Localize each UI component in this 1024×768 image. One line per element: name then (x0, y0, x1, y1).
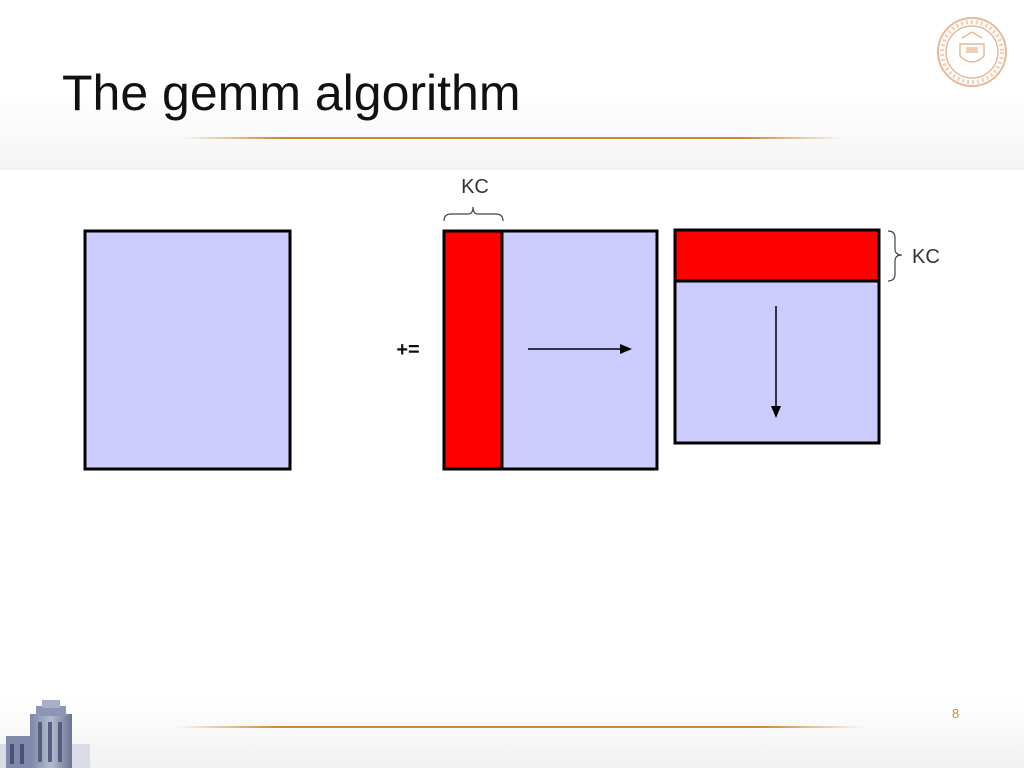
university-seal-icon (937, 17, 1007, 87)
plus-equals-operator: += (396, 339, 419, 361)
matrix-b-kc-panel (673, 228, 881, 283)
kc-label-right: KC (912, 246, 940, 268)
right-arrow-head (620, 344, 632, 354)
tower-icon (0, 700, 90, 768)
footer-band (0, 700, 1024, 768)
slide-title: The gemm algorithm (62, 65, 521, 121)
page-number: 8 (952, 706, 960, 721)
title-rule (180, 137, 845, 139)
header-band (0, 0, 1024, 170)
footer-rule (175, 726, 865, 728)
matrix-a-kc-panel (442, 229, 504, 471)
matrix-c (83, 229, 292, 471)
down-arrow-head (771, 406, 781, 418)
right-brace (887, 230, 903, 282)
kc-label-top: KC (461, 176, 489, 198)
top-brace (443, 206, 504, 222)
